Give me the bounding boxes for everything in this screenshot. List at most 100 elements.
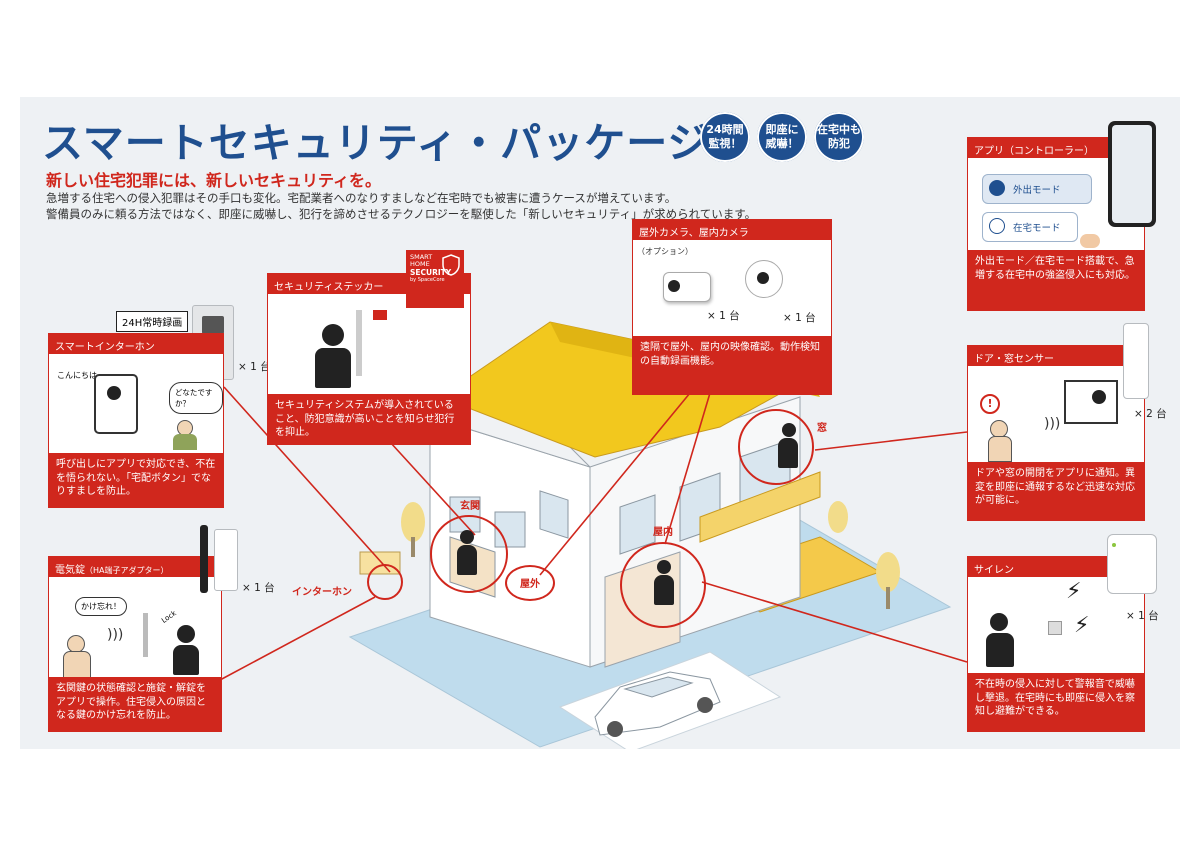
camera-option-note: （オプション） xyxy=(637,247,693,256)
home-mode-icon xyxy=(989,218,1005,234)
panel-smart-intercom-label: スマートインターホン xyxy=(49,334,223,354)
lock-text: Lock xyxy=(160,609,178,625)
panel-smart-intercom: スマートインターホン こんにちは どなたですか？ 呼び出しにアプリで対応でき、不… xyxy=(48,333,224,508)
callout-window: 窓 xyxy=(817,423,827,434)
door-sensor-device xyxy=(1123,323,1149,399)
panel-electric-lock: 電気錠（HA端子アダプター） かけ忘れ！ ))) Lock 玄関鍵の状態確認と施… xyxy=(48,556,222,732)
outdoor-camera-lens-icon xyxy=(668,280,680,292)
away-mode-button[interactable]: 外出モード xyxy=(982,174,1092,204)
siren-qty: × 1 台 xyxy=(1126,610,1159,622)
panel-siren-desc: 不在時の侵入に対して警報音で威嚇し撃退。在宅時にも即座に侵入を察知し避難ができる… xyxy=(968,673,1144,731)
panel-cameras-desc: 遠隔で屋外、屋内の映像確認。動作検知の自動録画機能。 xyxy=(633,336,831,394)
outside-circle xyxy=(505,565,555,601)
inside-burglar-body xyxy=(654,575,674,605)
hand-tap-icon xyxy=(1080,234,1100,248)
lock-signal-icon: ))) xyxy=(107,627,124,643)
door-handle-icon xyxy=(356,310,362,376)
callout-entrance: 玄関 xyxy=(460,501,480,512)
panel-door-window-sensor-desc: ドアや窓の開閉をアプリに通知。異変を即座に通報するなど迅速な対応が可能に。 xyxy=(968,462,1144,520)
intercom-qty: × 1 台 xyxy=(238,361,271,373)
inside-circle xyxy=(620,542,706,628)
wifi-signal-icon: ))) xyxy=(1044,416,1061,432)
panel-siren-label: サイレン xyxy=(968,557,1144,577)
lock-bubble-forgot: かけ忘れ！ xyxy=(75,597,127,616)
resident-body-icon xyxy=(173,434,197,450)
inside-burglar-head xyxy=(657,560,671,574)
lock-burglar-body-icon xyxy=(173,645,199,675)
panel-smart-intercom-desc: 呼び出しにアプリで対応でき、不在を悟られない。「宅配ボタン」でなりすましを防止。 xyxy=(49,453,223,507)
lock-resident-body-icon xyxy=(63,651,91,679)
panel-app-desc: 外出モード／在宅モード搭載で、急増する在宅中の強盗侵入にも対応。 xyxy=(968,250,1144,310)
home-mode-button[interactable]: 在宅モード xyxy=(982,212,1078,242)
sensor-qty: × 2 台 xyxy=(1134,408,1167,420)
panel-door-window-sensor: ドア・窓センサー ! ))) ドアや窓の開閉をアプリに通知。異変を即座に通報する… xyxy=(967,345,1145,521)
panel-app-label: アプリ（コントローラー） xyxy=(968,138,1144,158)
entrance-circle xyxy=(430,515,508,593)
panel-cameras-label: 屋外カメラ、屋内カメラ xyxy=(633,220,831,240)
panel-electric-lock-desc: 玄関鍵の状態確認と施錠・解錠をアプリで操作。住宅侵入の原因となる鍵のかけ忘れを防… xyxy=(49,677,221,731)
intercom-bubble-who: どなたですか？ xyxy=(169,382,223,414)
home-mode-label: 在宅モード xyxy=(1013,223,1061,234)
panel-electric-lock-header: 電気錠（HA端子アダプター） xyxy=(49,557,221,577)
lock-door-handle-icon xyxy=(143,613,148,657)
smartphone-icon xyxy=(1108,121,1156,227)
lead-line-2: 警備員のみに頼る方法ではなく、即座に威嚇し、犯行を諦めさせるテクノロジーを駆使し… xyxy=(46,207,757,221)
sticker-logo-security: SECURITY xyxy=(410,268,452,278)
callout-outside: 屋外 xyxy=(520,579,540,590)
sticker-logo: SMART HOME SECURITY by SpaceCore xyxy=(406,250,464,308)
siren-mini-icon xyxy=(1048,621,1062,635)
siren-led-icon xyxy=(1112,543,1116,547)
poster-sheet: 玄関 屋外 屋内 窓 インターホン スマートセキュリティ・パッケージ 24時間 … xyxy=(20,97,1180,749)
electric-lock-device xyxy=(200,525,208,593)
entrance-burglar-head xyxy=(460,530,474,544)
panel-security-sticker-desc: セキュリティシステムが導入されていること、防犯意識が高いことを知らせ犯行を抑止。 xyxy=(268,394,470,444)
badge-24h-monitoring: 24時間 監視！ xyxy=(700,112,750,162)
sticker-logo-smart: SMART xyxy=(410,253,433,261)
sound-blast-icon: ⚡ xyxy=(1066,579,1082,604)
indoor-camera-icon xyxy=(745,260,783,298)
panel-cameras: 屋外カメラ、屋内カメラ （オプション） × 1 台 × 1 台 遠隔で屋外、屋内… xyxy=(632,219,832,395)
sticker-burglar-body-icon xyxy=(315,348,351,388)
window-circle xyxy=(738,409,814,485)
siren-burglar-head-icon xyxy=(990,613,1008,631)
sensor-burglar-icon xyxy=(1092,390,1106,404)
phone-visitor-icon xyxy=(107,386,121,400)
lead-line-1: 急増する住宅への侵入犯罪はその手口も変化。宅配業者へのなりすましなど在宅時でも被… xyxy=(46,191,677,205)
intercom-circle xyxy=(367,564,403,600)
intercom-phone-icon xyxy=(94,374,138,434)
sticker-logo-by: by SpaceCore xyxy=(410,277,445,284)
sticker-burglar-head-icon xyxy=(322,324,344,346)
sticker-logo-home: HOME xyxy=(410,260,430,269)
siren-burglar-body-icon xyxy=(986,633,1014,667)
siren-device xyxy=(1107,534,1157,594)
away-mode-label: 外出モード xyxy=(1013,185,1061,196)
indoor-camera-qty: × 1 台 xyxy=(783,312,816,324)
panel-electric-lock-sublabel: （HA端子アダプター） xyxy=(85,566,169,575)
away-mode-icon xyxy=(989,180,1005,196)
lock-qty: × 1 台 xyxy=(242,582,275,594)
panel-electric-lock-label: 電気錠 xyxy=(55,565,85,576)
callout-intercom: インターホン xyxy=(292,587,352,598)
badge-home-protection: 在宅中も 防犯 xyxy=(814,112,864,162)
intercom-24h-tag: 24H常時録画 xyxy=(116,311,189,332)
page-title: スマートセキュリティ・パッケージ xyxy=(42,119,710,167)
outdoor-camera-qty: × 1 台 xyxy=(707,310,740,322)
shield-icon xyxy=(442,254,460,276)
sensor-resident-body-icon xyxy=(988,436,1012,462)
panel-door-window-sensor-label: ドア・窓センサー xyxy=(968,346,1144,366)
ha-adapter-device xyxy=(214,529,238,591)
entrance-burglar-body xyxy=(457,545,477,575)
window-burglar-head xyxy=(782,423,796,437)
alert-icon: ! xyxy=(980,394,1000,414)
badge-instant-deterrence: 即座に 威嚇！ xyxy=(757,112,807,162)
intercom-bubble-hello: こんにちは xyxy=(57,371,97,380)
window-frame-icon xyxy=(1064,380,1118,424)
callout-inside: 屋内 xyxy=(653,527,673,538)
indoor-camera-lens-icon xyxy=(757,272,769,284)
panel-security-sticker: セキュリティステッカー セキュリティシステムが導入されていること、防犯意識が高い… xyxy=(267,273,471,445)
window-burglar-body xyxy=(778,438,798,468)
intercom-camera-icon xyxy=(202,316,224,334)
outdoor-camera-icon xyxy=(663,272,711,302)
sticker-mini-icon xyxy=(373,310,387,320)
subheading: 新しい住宅犯罪には、新しいセキュリティを。 xyxy=(46,171,382,190)
